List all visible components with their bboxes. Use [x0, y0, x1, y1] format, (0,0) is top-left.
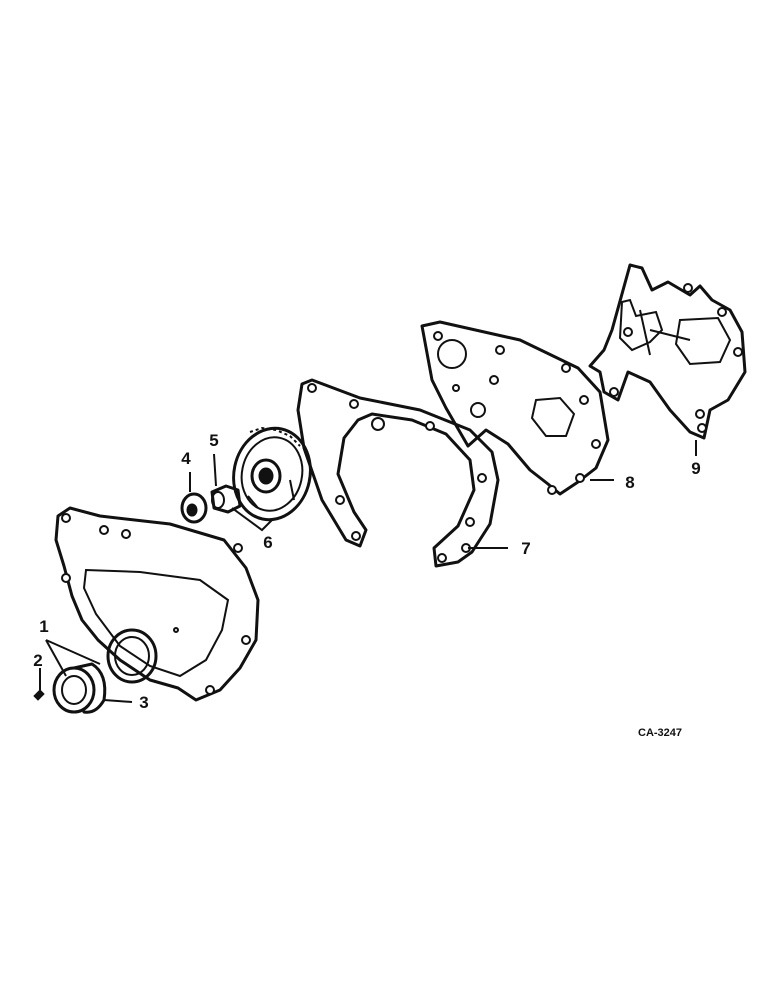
callout-4: 4 — [181, 449, 191, 468]
callout-7: 7 — [521, 539, 530, 558]
part-9-gasket — [588, 263, 747, 440]
part-6-gear — [232, 426, 312, 522]
figure-code: CA-3247 — [638, 727, 682, 739]
part-8-plate — [420, 320, 610, 496]
part-3-seal — [52, 662, 107, 714]
callout-1: 1 — [39, 617, 48, 636]
part-2-pin — [33, 689, 45, 701]
callout-5: 5 — [209, 431, 218, 450]
part-4-plug — [180, 492, 208, 524]
callout-8: 8 — [625, 473, 634, 492]
callout-3: 3 — [139, 693, 148, 712]
leader-lines — [39, 440, 697, 703]
front-cover — [54, 506, 260, 702]
callout-6: 6 — [263, 533, 272, 552]
callout-2: 2 — [33, 651, 42, 670]
part-7-gasket — [296, 378, 500, 568]
part-5-bushing — [210, 484, 242, 514]
callout-9: 9 — [691, 459, 700, 478]
